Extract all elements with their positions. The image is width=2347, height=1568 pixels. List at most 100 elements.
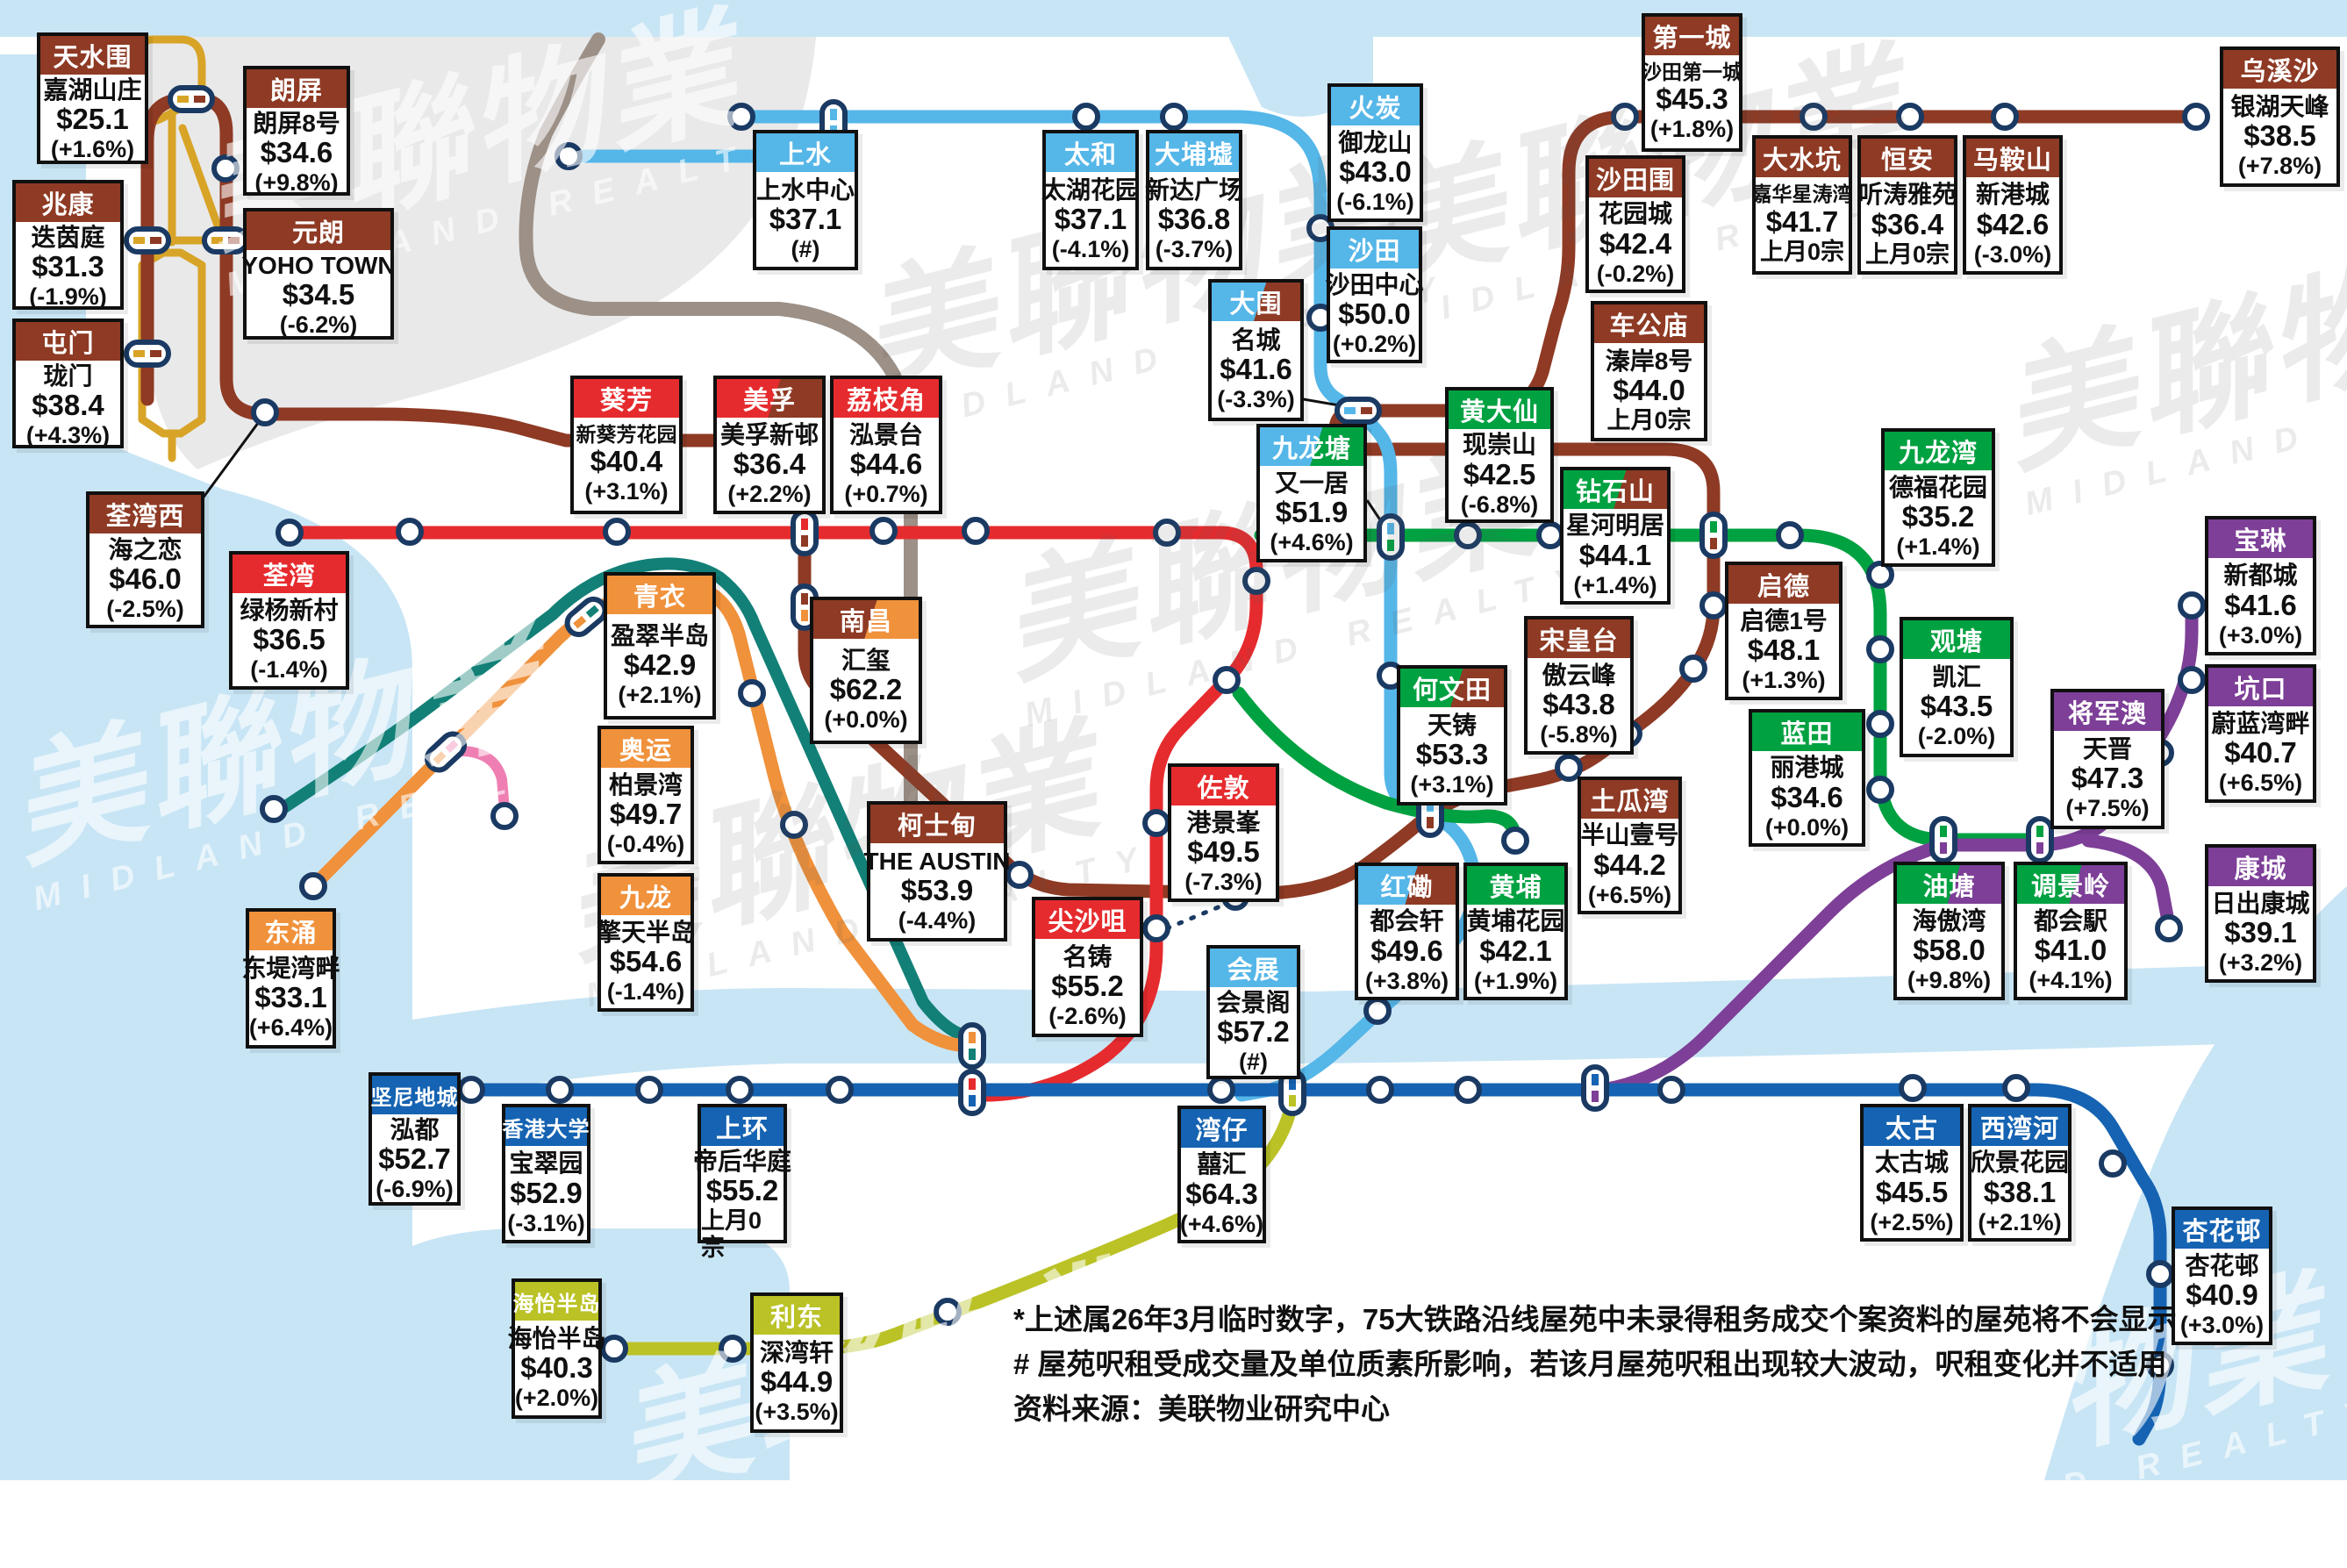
estate-name: 海傲湾 xyxy=(1912,906,1986,934)
station-name: 柯士甸 xyxy=(870,805,1004,843)
station-card-lei-tung: 利东深湾轩$44.9(+3.5%) xyxy=(750,1292,843,1433)
station-card-body: 杏花邨$40.9(+3.0%) xyxy=(2175,1249,2269,1342)
station-card-body: 名铸$55.2(-2.6%) xyxy=(1035,939,1140,1034)
price-change: 上月0宗 xyxy=(1759,238,1845,265)
price-change: (+7.5%) xyxy=(2065,795,2150,822)
station-card-body: 嘉湖山庄$25.1(+1.6%) xyxy=(40,75,145,165)
station-card-wu-kai-sha: 乌溪沙银湖天峰$38.5(+7.8%) xyxy=(2220,47,2340,187)
estate-price: $52.9 xyxy=(510,1176,583,1209)
station-name: 康城 xyxy=(2208,848,2313,886)
estate-price: $42.6 xyxy=(1976,207,2050,240)
station-name: 天水围 xyxy=(40,36,145,75)
estate-name: 柏景湾 xyxy=(608,770,683,798)
interchange-pill xyxy=(1334,397,1382,425)
station-name: 沙田围 xyxy=(1589,159,1682,197)
station-card-hung-hom: 红磡都会轩$49.6(+3.8%) xyxy=(1355,863,1459,1000)
estate-name: 欣景花园 xyxy=(1971,1149,2070,1177)
price-change: (-2.6%) xyxy=(1048,1003,1127,1030)
station-card-body: 太湖花园$37.1(-4.1%) xyxy=(1041,172,1140,267)
price-change: (+1.3%) xyxy=(1742,667,1826,694)
estate-price: $45.5 xyxy=(1875,1175,1949,1208)
station-card-body: 美孚新邨$36.4(+2.2%) xyxy=(717,418,822,511)
station-name: 马鞍山 xyxy=(1966,139,2059,177)
estate-name: 珑门 xyxy=(43,362,93,390)
station-card-olympic: 奥运柏景湾$49.7(-0.4%) xyxy=(597,726,694,864)
estate-price: $42.9 xyxy=(623,648,697,682)
price-change: (+3.5%) xyxy=(755,1399,839,1426)
estate-name: 现崇山 xyxy=(1462,431,1536,459)
station-name: 太和 xyxy=(1046,133,1135,172)
estate-price: $44.0 xyxy=(1613,374,1685,407)
footnote-line-1: *上述属26年3月临时数字，75大铁路沿线屋苑中未录得租务成交个案资料的屋苑将不… xyxy=(1013,1303,2177,1335)
station-card-siu-hong: 兆康迭茵庭$31.3(-1.9%) xyxy=(12,180,124,310)
estate-name: 泓都 xyxy=(390,1116,440,1143)
station-card-body: 宝翠园$52.9(-3.1%) xyxy=(505,1146,587,1240)
price-change: (-0.4%) xyxy=(606,831,685,858)
station-name: 车公庙 xyxy=(1594,304,1704,343)
station-name: 土瓜湾 xyxy=(1581,780,1678,819)
station-name: 黄埔 xyxy=(1467,866,1564,905)
station-name: 香港大学 xyxy=(503,1107,590,1146)
estate-name: 名铸 xyxy=(1063,942,1113,970)
estate-price: $44.6 xyxy=(849,447,923,481)
station-card-tai-wo: 太和太湖花园$37.1(-4.1%) xyxy=(1041,130,1140,270)
station-card-body: 御龙山$43.0(-6.1%) xyxy=(1331,125,1420,218)
estate-name: 嘉湖山庄 xyxy=(43,76,142,104)
estate-price: $43.0 xyxy=(1339,155,1412,189)
station-card-body: 海之恋$46.0(-2.5%) xyxy=(89,533,201,625)
station-card-tiu-keng-leng: 调景岭都会駅$41.0(+4.1%) xyxy=(2014,862,2128,1000)
station-card-heng-fa-chuen: 杏花邨杏花邨$40.9(+3.0%) xyxy=(2172,1206,2272,1345)
estate-name: 都会轩 xyxy=(1370,907,1444,935)
station-name: 火炭 xyxy=(1331,87,1420,125)
estate-name: 绿杨新村 xyxy=(240,596,339,624)
interchange-pill xyxy=(1278,1069,1306,1116)
price-change: (-6.8%) xyxy=(1460,490,1539,518)
price-change: (-6.2%) xyxy=(279,311,358,339)
estate-price: $40.3 xyxy=(520,1351,593,1385)
station-card-body: 柏景湾$49.7(-0.4%) xyxy=(601,768,691,861)
station-card-tai-koo: 太古太古城$45.5(+2.5%) xyxy=(1860,1104,1964,1242)
estate-name: 御龙山 xyxy=(1338,128,1413,156)
station-card-body: 启德1号$48.1(+1.3%) xyxy=(1728,604,1839,697)
station-card-ma-on-shan: 马鞍山新港城$42.6(-3.0%) xyxy=(1963,135,2063,275)
price-change: (+4.1%) xyxy=(2029,967,2113,994)
station-card-body: 泓都$52.7(-6.9%) xyxy=(372,1114,457,1205)
price-change: (-2.5%) xyxy=(106,596,184,623)
estate-name: 上水中心 xyxy=(756,175,855,204)
estate-name: 名城 xyxy=(1231,326,1281,354)
station-card-fo-tan: 火炭御龙山$43.0(-6.1%) xyxy=(1327,83,1423,222)
estate-price: $48.1 xyxy=(1747,634,1821,667)
station-card-tin-shui-wai: 天水围嘉湖山庄$25.1(+1.6%) xyxy=(37,32,148,164)
station-card-body: 囍汇$64.3(+4.6%) xyxy=(1180,1148,1263,1240)
station-card-lam-tin: 蓝田丽港城$34.6(+0.0%) xyxy=(1749,709,1865,847)
interchange-pill xyxy=(424,731,468,773)
station-card-lohas-park: 康城日出康城$39.1(+3.2%) xyxy=(2205,844,2316,983)
estate-price: $50.0 xyxy=(1338,297,1411,331)
station-card-kwun-tong: 观塘凯汇$43.5(-2.0%) xyxy=(1900,617,2014,757)
estate-name: 傲云峰 xyxy=(1542,661,1616,689)
price-change: (+3.8%) xyxy=(1364,967,1449,994)
price-change: (-6.9%) xyxy=(376,1176,454,1203)
price-change: (-3.1%) xyxy=(507,1209,585,1236)
south-island-line xyxy=(598,1090,1299,1356)
estate-name: 花园城 xyxy=(1598,200,1672,228)
price-change: (+1.4%) xyxy=(1573,571,1657,598)
price-change: (+6.5%) xyxy=(1587,881,1672,908)
station-name: 油塘 xyxy=(1897,865,2001,904)
station-card-body: 都会轩$49.6(+3.8%) xyxy=(1358,905,1456,997)
estate-price: $38.4 xyxy=(32,389,104,422)
station-card-yau-tong: 油塘海傲湾$58.0(+9.8%) xyxy=(1893,862,2005,1000)
station-card-tai-wai: 大围名城$41.6(-3.3%) xyxy=(1208,279,1304,421)
station-name: 大埔墟 xyxy=(1149,133,1239,172)
station-name: 黄大仙 xyxy=(1449,390,1550,429)
station-card-body: 德福花园$35.2(+1.4%) xyxy=(1885,470,1992,563)
price-change: (+0.7%) xyxy=(844,481,928,508)
price-change: (+9.8%) xyxy=(254,169,339,197)
station-card-body: 新都城$41.6(+3.0%) xyxy=(2208,558,2313,652)
estate-name: 深湾轩 xyxy=(759,1338,834,1366)
station-name: 东涌 xyxy=(249,912,333,950)
footnote-line-3: 资料来源：美联物业研究中心 xyxy=(1013,1393,1390,1426)
